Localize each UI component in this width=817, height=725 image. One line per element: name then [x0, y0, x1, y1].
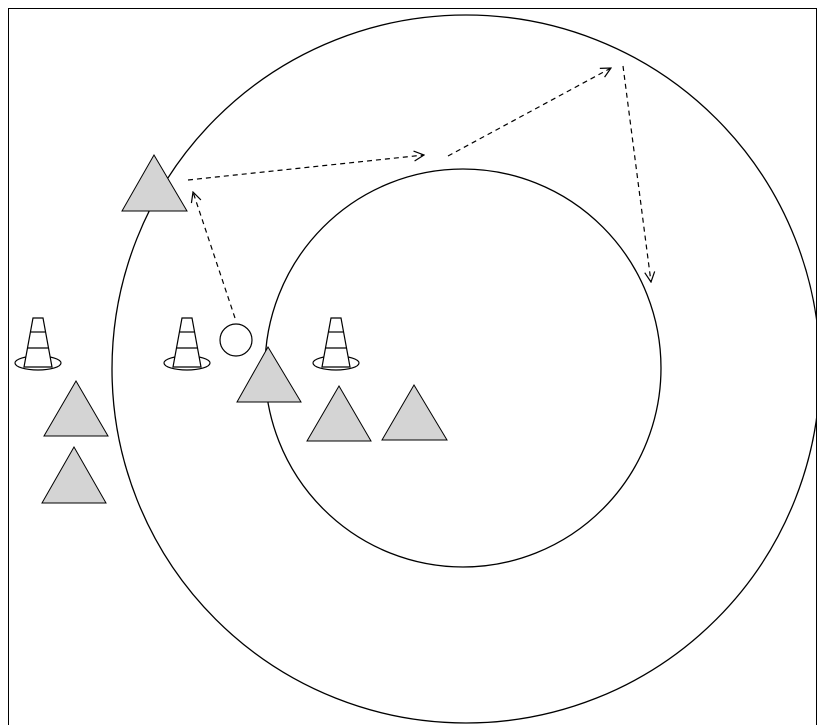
movement-arrow [622, 65, 651, 282]
movement-arrow [187, 155, 424, 181]
movement-arrows [187, 65, 651, 319]
player-marker [236, 346, 302, 403]
cone-body [321, 317, 351, 368]
player-marker [41, 445, 107, 504]
field-boundary [8, 8, 817, 725]
cone [14, 317, 62, 371]
cone-body [172, 317, 202, 368]
player-marker [121, 154, 188, 212]
cone [163, 317, 211, 371]
movement-arrow [447, 68, 611, 157]
players [41, 154, 448, 504]
player-marker [381, 384, 448, 441]
movement-arrow [193, 192, 236, 319]
cone [312, 317, 360, 371]
outer-circle [111, 14, 817, 724]
player-marker [43, 380, 109, 437]
ball [219, 323, 253, 357]
cone-body [23, 317, 53, 368]
player-marker [306, 385, 372, 442]
